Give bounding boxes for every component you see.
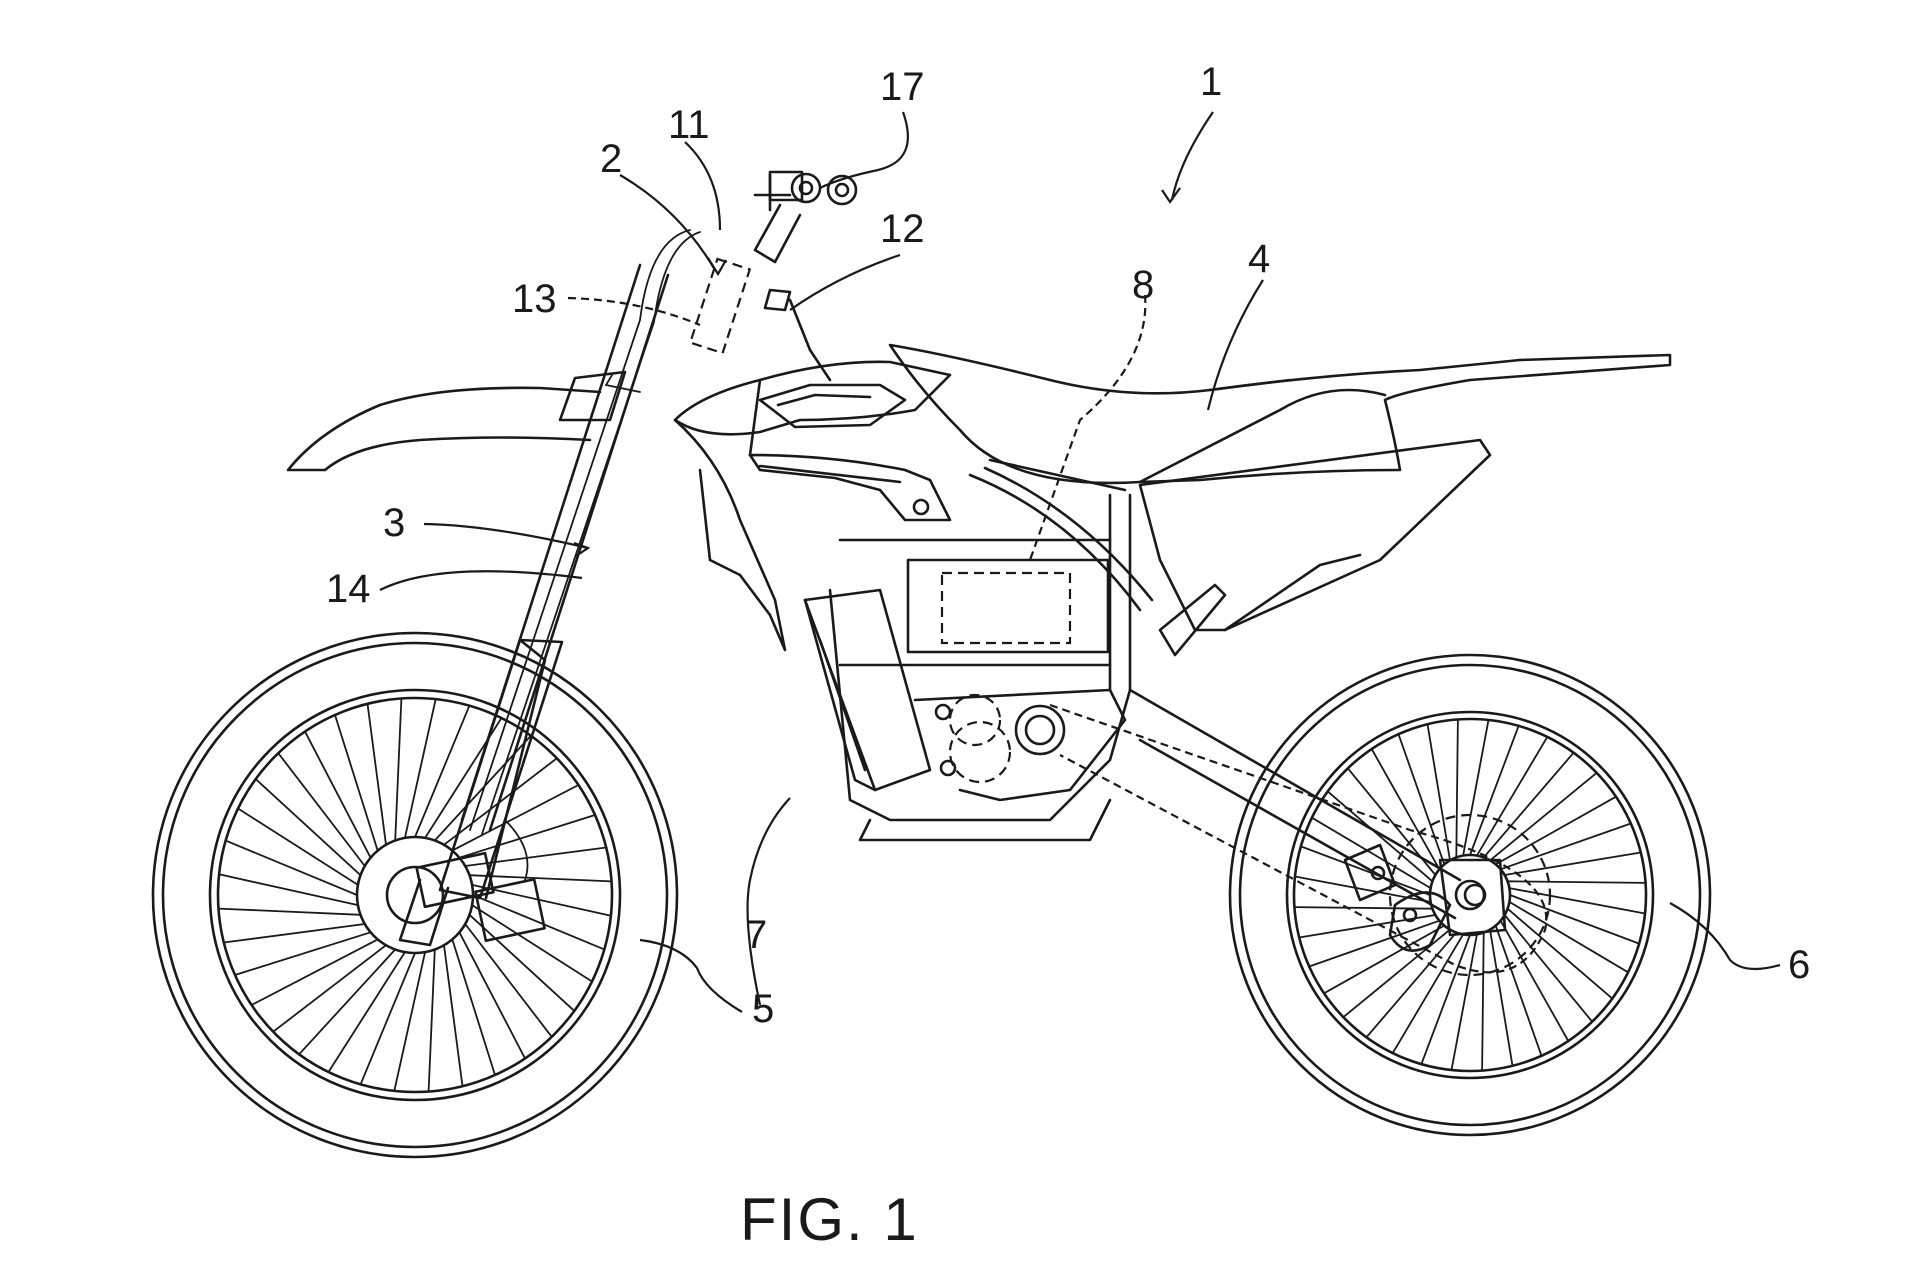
ref-14: 14 [326,567,371,611]
spoke [468,913,576,1012]
spoke [1455,718,1459,859]
spoke [1397,733,1446,866]
spoke [250,938,379,1006]
spoke [1481,931,1485,1072]
ref-4: 4 [1248,237,1270,281]
spoke [1365,931,1458,1039]
spoke [393,951,427,1092]
spoke [1476,736,1549,857]
spoke [254,778,362,877]
tank-shroud [673,360,952,652]
chain [1049,703,1552,977]
rear-side-cover [1138,438,1492,632]
seat [888,343,1672,485]
spoke [458,931,526,1060]
spoke [471,904,593,983]
spoke [1370,748,1441,871]
spoke [1494,924,1543,1057]
motor [934,693,1066,784]
spoke [304,730,372,859]
spoke [1342,928,1451,1019]
spoke [1298,914,1437,939]
spoke [1323,924,1446,995]
spoke [1508,887,1646,915]
frame [828,458,1154,842]
figure-caption: FIG. 1 [740,1186,919,1253]
spoke [234,931,372,976]
shock-absorber [1158,583,1227,657]
spoke [1426,723,1451,862]
battery-pack [803,588,932,792]
spoke [224,839,358,896]
ref-8: 8 [1132,263,1154,307]
spoke [1450,933,1478,1071]
spoke [472,894,606,951]
spoke [464,846,608,867]
spoke [1494,795,1617,866]
spoke [1508,901,1629,974]
spoke [1311,816,1432,889]
leader-lines [379,111,1781,1013]
spoke [359,952,416,1086]
handlebar [753,170,858,382]
spoke [458,814,596,859]
reference-numerals: 1 2 3 4 5 6 7 8 11 12 13 14 17 [326,60,1810,1031]
ref-5: 5 [752,987,774,1031]
spoke [1308,919,1441,968]
swingarm [1128,688,1507,937]
spoke [272,944,387,1033]
spoke [451,784,580,852]
spoke [1499,919,1570,1042]
ref-17: 17 [880,65,925,109]
spoke [1489,928,1514,1067]
spoke [1391,933,1464,1054]
ecu-box-8 [940,571,1072,645]
spoke [327,951,406,1073]
spoke [471,884,612,917]
front-fork [398,229,701,947]
ref-6: 6 [1788,943,1810,987]
spoke [1482,751,1575,859]
ref-13: 13 [512,277,557,321]
spoke [1489,771,1598,862]
spoke [334,714,379,852]
rear-wheel-spokes [1293,718,1647,1072]
spoke [468,874,613,883]
rear-wheel [1228,653,1712,1137]
ref-11: 11 [668,103,710,147]
spoke [1506,907,1614,1000]
spoke [1506,880,1647,884]
spoke [366,702,387,846]
ref-12: 12 [880,207,925,251]
ref-3: 3 [383,501,405,545]
spoke [403,698,437,839]
spoke [1503,914,1594,1023]
spoke [1503,851,1642,876]
spoke [427,948,436,1093]
spoke [217,907,362,916]
spoke [394,697,403,842]
spoke [218,873,359,906]
spoke [237,807,359,886]
ref-7: 7 [745,913,767,957]
spoke [451,938,496,1076]
controller-box-13 [688,257,752,355]
ref-2: 2 [600,137,622,181]
spoke [1509,894,1640,945]
spoke [222,923,366,944]
spoke [1420,934,1471,1065]
spoke [464,923,553,1038]
spoke [1499,822,1632,871]
spoke [1469,725,1520,856]
spoke [1300,845,1431,896]
spoke [1462,719,1490,857]
spoke [443,944,464,1088]
front-fender [286,386,602,472]
spoke [277,752,366,867]
spoke [298,948,397,1056]
rear-brake [1388,891,1452,952]
ref-1: 1 [1200,60,1222,104]
spoke [414,704,471,838]
